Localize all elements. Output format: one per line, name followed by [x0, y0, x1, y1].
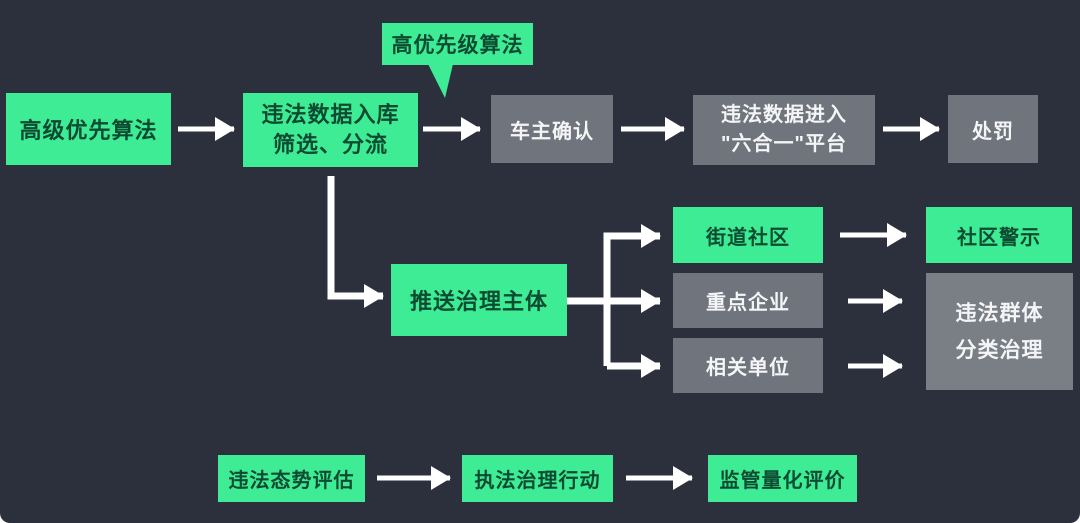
- node-community-warning: 社区警示: [926, 207, 1072, 263]
- node-owner-confirmation: 车主确认: [491, 95, 613, 163]
- arrow-intake-to-push: [327, 176, 384, 308]
- node-six-in-one-platform: 违法数据进入 "六合一"平台: [693, 95, 875, 165]
- node-street-community: 街道社区: [673, 207, 823, 263]
- node-violation-data-intake: 违法数据入库 筛选、分流: [243, 93, 418, 167]
- node-related-units: 相关单位: [673, 338, 823, 393]
- node-violation-group-governance: 违法群体 分类治理: [926, 273, 1073, 390]
- node-punishment: 处罚: [948, 95, 1038, 163]
- node-push-governance-entities: 推送治理主体: [391, 264, 567, 336]
- callout-tail: [428, 64, 453, 98]
- arrow-trunk-to-street: [603, 224, 661, 366]
- node-key-enterprises: 重点企业: [673, 273, 823, 328]
- node-violation-situation-assessment: 违法态势评估: [218, 455, 365, 502]
- callout-high-priority-algorithm: 高优先级算法: [382, 23, 533, 65]
- node-enforcement-action: 执法治理行动: [462, 455, 613, 502]
- node-regulatory-evaluation: 监管量化评价: [708, 455, 857, 502]
- node-advanced-priority-algorithm: 高级优先算法: [6, 93, 171, 165]
